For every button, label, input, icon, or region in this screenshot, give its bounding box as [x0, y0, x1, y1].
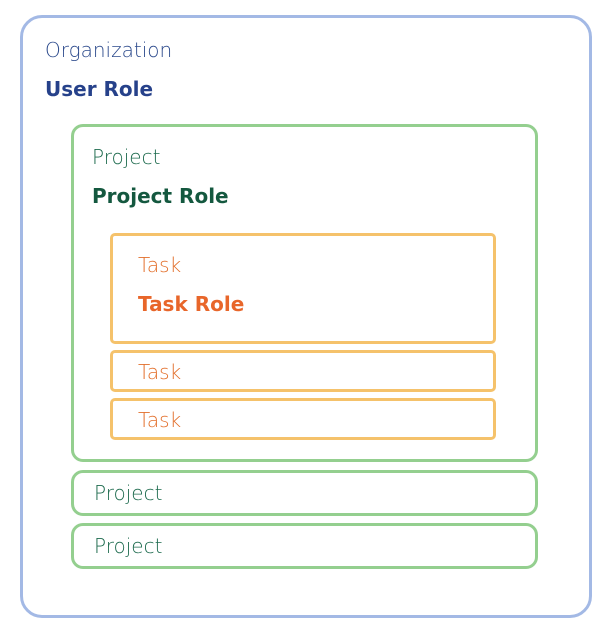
task-label: Task [138, 408, 182, 432]
organization-label: Organization [45, 38, 173, 62]
project-label: Project [92, 145, 161, 169]
project-label: Project [94, 481, 163, 505]
user-role-label: User Role [45, 77, 154, 101]
task-role-label: Task Role [138, 292, 245, 316]
project-role-label: Project Role [92, 184, 229, 208]
project-label: Project [94, 534, 163, 558]
project-box: Project Project Role Task Task Role Task… [71, 124, 538, 462]
task-label: Task [138, 360, 182, 384]
project-box: Project [71, 523, 538, 569]
task-label: Task [138, 253, 182, 277]
project-box: Project [71, 470, 538, 516]
task-box: Task [110, 398, 496, 440]
task-box: Task [110, 350, 496, 392]
task-box: Task Task Role [110, 233, 496, 344]
